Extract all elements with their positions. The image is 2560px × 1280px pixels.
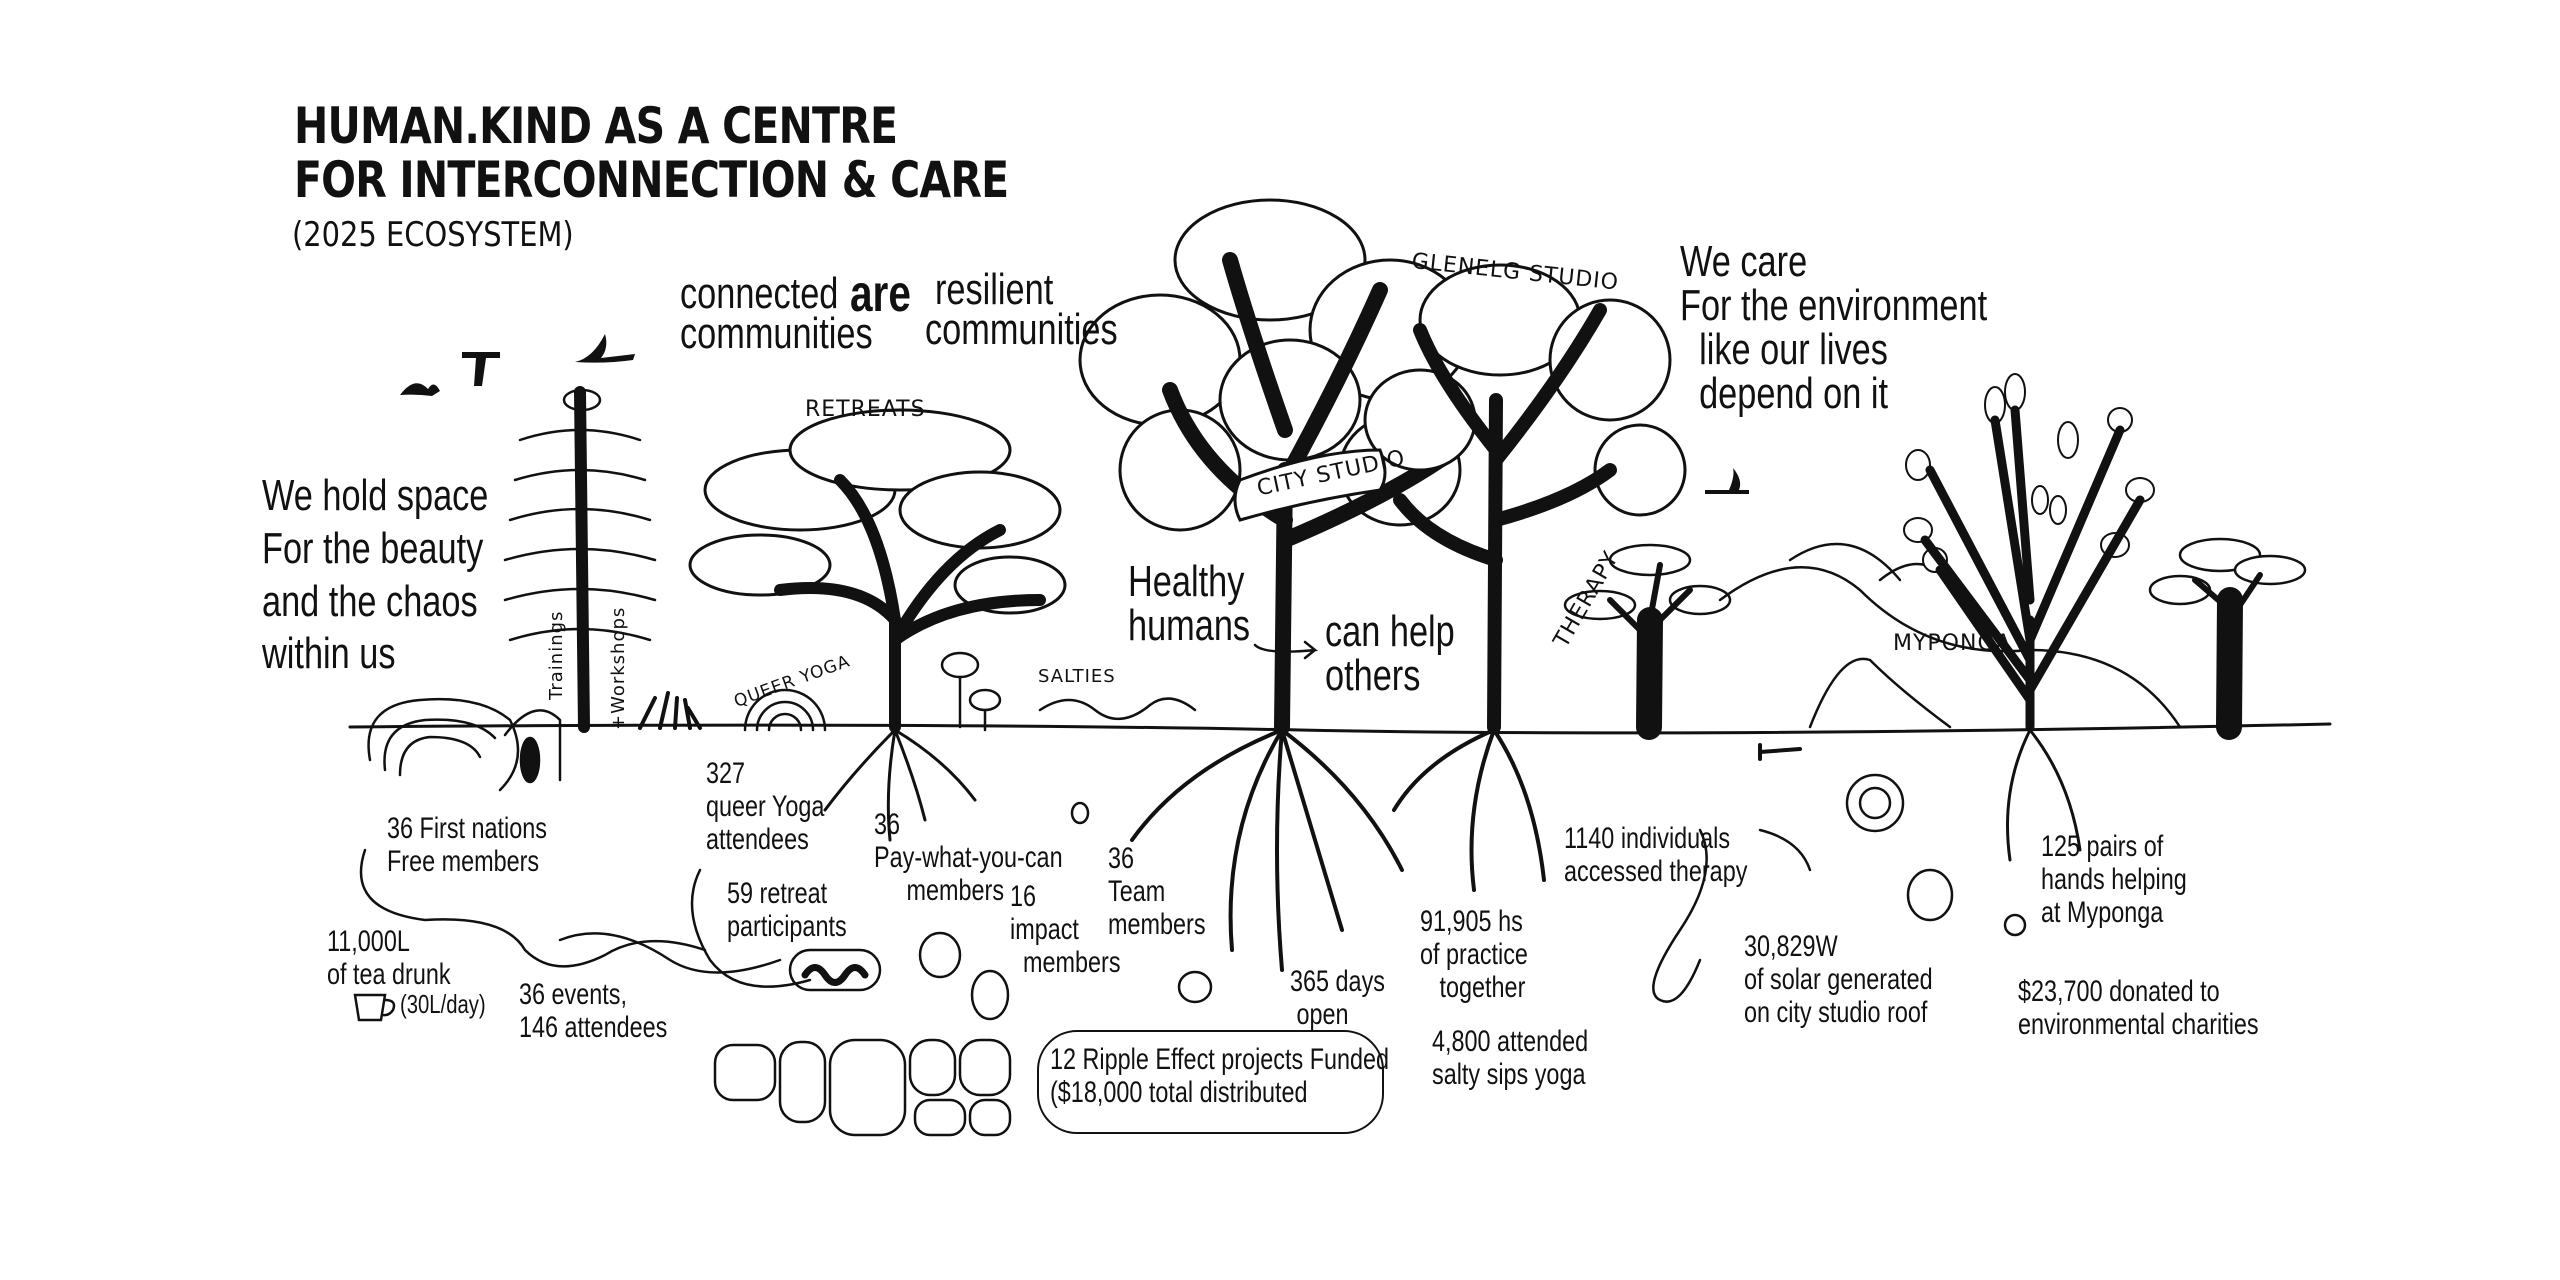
quote-connected: connected <box>680 269 839 318</box>
quote-are: are <box>850 265 911 323</box>
label-salties: SALTIES <box>1038 666 1116 687</box>
quote-healthy-humans: Healthy humans <box>1128 557 1251 650</box>
quote-communities-right: communities <box>925 305 1118 354</box>
rainbow-arches <box>743 688 827 732</box>
title-line-1: HUMAN.KIND AS A CENTRE <box>294 97 898 155</box>
label-trainings: Trainings <box>546 610 567 700</box>
stat-tea: 11,000L of tea drunk <box>327 925 451 991</box>
wave <box>1038 697 1197 721</box>
tea-cup-icon <box>353 993 396 1022</box>
ripple-box <box>1037 1030 1384 1134</box>
stat-pwyc: 36 Pay-what-you-can members <box>874 808 1063 907</box>
stat-therapy: 1140 individuals accessed therapy <box>1564 822 1748 888</box>
stat-retreat: 59 retreat participants <box>727 877 847 943</box>
stat-events: 36 events, 146 attendees <box>519 978 668 1044</box>
arrow-icon <box>1253 640 1319 660</box>
title-line-2: FOR INTERCONNECTION & CARE <box>294 151 1009 209</box>
quote-communities-left: communities <box>680 309 873 358</box>
boab-tree <box>2148 537 2307 740</box>
pine-tree <box>503 386 657 733</box>
stat-donated: $23,700 donated to environmental chariti… <box>2018 975 2259 1041</box>
stat-queer-yoga: 327 queer Yoga attendees <box>706 757 825 856</box>
stat-ripple: 12 Ripple Effect projects Funded ($18,00… <box>1050 1043 1390 1109</box>
worm-icon <box>801 964 869 986</box>
stat-solar: 30,829W of solar generated on city studi… <box>1744 930 1933 1029</box>
city-studio-sign <box>1233 448 1387 522</box>
grass-tuft <box>638 691 702 730</box>
subtitle: (2025 ECOSYSTEM) <box>292 215 574 255</box>
quote-can-help: can help others <box>1325 607 1455 700</box>
label-myponga: MYPONGA <box>1893 631 2012 656</box>
glenelg-tree <box>1363 263 1687 892</box>
retreat-tree <box>688 408 1067 842</box>
quote-hold-space: We hold space For the beauty and the cha… <box>262 471 489 679</box>
stat-days-open: 365 days open <box>1290 965 1385 1031</box>
stat-impact: 16 impact members <box>1010 880 1121 979</box>
label-retreats: RETREATS <box>805 397 926 422</box>
stat-tea-rate: (30L/day) <box>400 989 486 1019</box>
stat-team: 36 Team members <box>1108 842 1206 941</box>
mushrooms <box>940 651 1002 732</box>
rock-layers <box>367 697 562 792</box>
stat-hands: 125 pairs of hands helping at Myponga <box>2041 830 2187 929</box>
stat-salty: 4,800 attended salty sips yoga <box>1432 1025 1589 1091</box>
worm-stone <box>788 948 882 992</box>
birds <box>400 334 1749 494</box>
stone-wall <box>713 1038 1012 1137</box>
myponga-tree <box>1903 373 2155 862</box>
stat-first-nations: 36 First nations Free members <box>387 812 547 878</box>
stat-practice: 91,905 hs of practice together <box>1420 905 1528 1004</box>
trowel-icon <box>1758 743 1802 761</box>
quote-we-care: We care For the environment like our liv… <box>1680 237 1988 418</box>
therapy-tree <box>1563 543 1732 740</box>
quote-resilient: resilient <box>935 265 1054 314</box>
underground-paths <box>359 743 2027 1021</box>
label-workshops: +Workshops <box>608 606 629 730</box>
